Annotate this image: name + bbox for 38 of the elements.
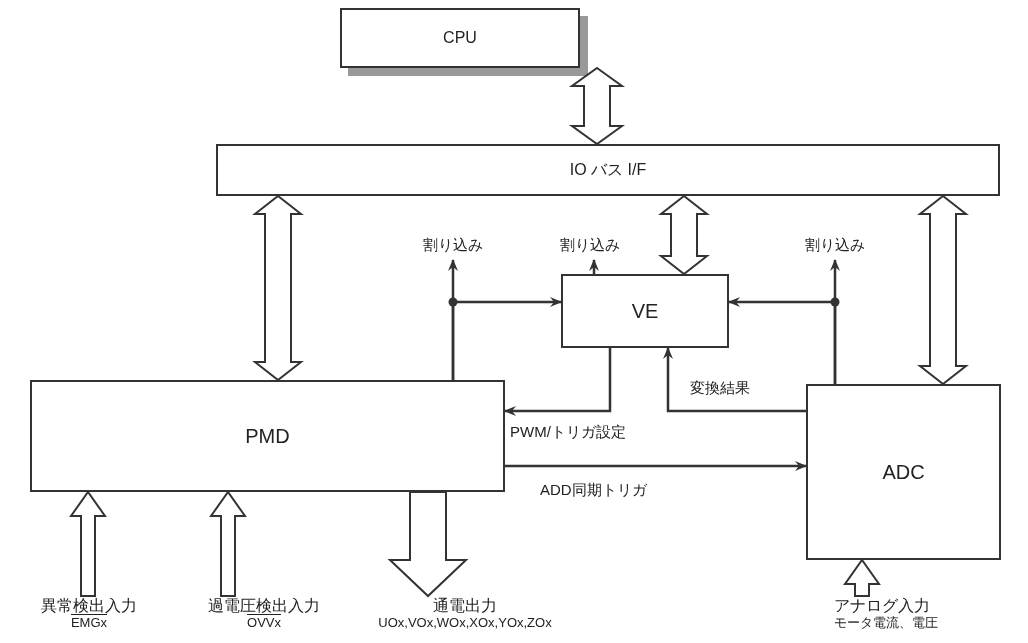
block-label: VE [631,299,659,323]
signal-label: 割り込み [423,236,483,254]
signal-name: UOx,VOx,WOx,XOx,YOx,ZOx [378,615,552,631]
block-arrow [568,66,626,146]
block-arrow [69,490,107,597]
signal-name: EMGx [70,615,108,631]
signal-name: モータ電流、電圧 [834,615,938,631]
signal-label: アナログ入力 [834,596,930,616]
block-arrow [843,558,881,597]
arrow [505,461,807,471]
arrow [663,347,806,413]
signal-label: 割り込み [805,236,865,254]
block-box [340,8,580,68]
block-label: IO バス I/F [569,160,647,180]
block-box [30,380,505,492]
block-arrow [252,194,304,382]
block-label: PMD [245,424,290,448]
block-box [561,274,729,348]
signal-label: 割り込み [560,236,620,254]
block-arrow [387,491,469,598]
block-label: CPU [443,28,477,48]
block-label: ADC [882,460,925,484]
edge-label: PWM/トリガ設定 [510,424,626,441]
signal-name: OVVx [247,615,281,631]
arrow [451,297,562,380]
edge-label: 変換結果 [690,380,750,397]
signal-label: 過電圧検出入力 [208,596,320,616]
edge-label: ADD同期トリガ [540,482,647,499]
block-box [806,384,1001,560]
signal-label: 異常検出入力 [41,596,137,616]
block-box [216,144,1000,196]
block-arrow [209,490,247,597]
signal-label: 通電出力 [433,596,497,616]
block-arrow [658,194,710,276]
arrow [504,348,612,416]
arrow [728,297,837,384]
block-arrow [917,194,969,386]
arrow [589,259,599,274]
